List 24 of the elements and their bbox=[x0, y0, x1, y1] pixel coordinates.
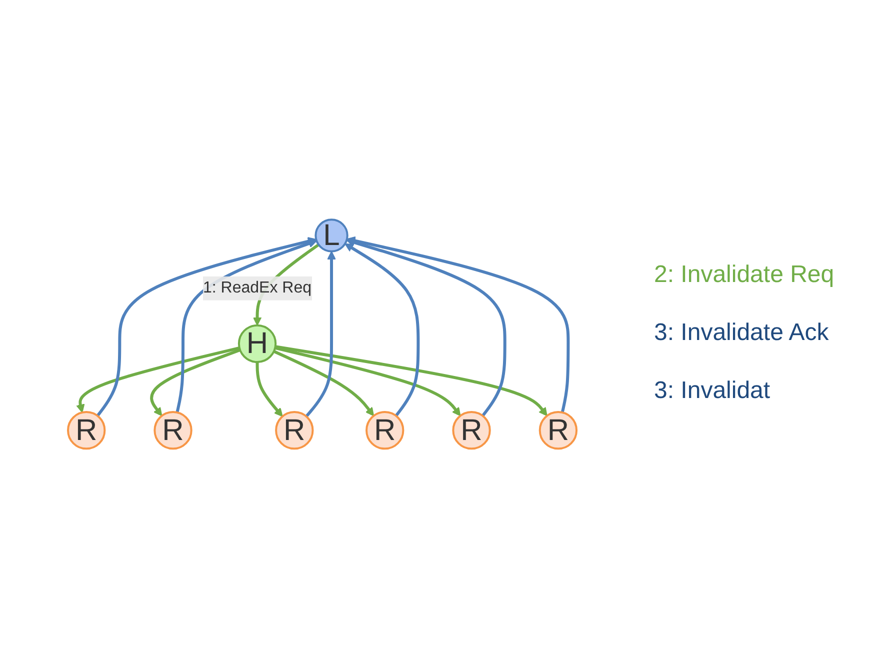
node-circle: R bbox=[274, 411, 314, 450]
arrow bbox=[76, 346, 240, 413]
arrow bbox=[346, 236, 570, 413]
node-circle: H bbox=[238, 324, 276, 364]
annotation-label: 3: Invalidate Ack bbox=[654, 319, 830, 347]
node-circle: R bbox=[538, 411, 578, 450]
arrow bbox=[274, 346, 460, 416]
arrow bbox=[346, 238, 506, 417]
arrow bbox=[175, 239, 317, 413]
node-circle: R bbox=[153, 411, 192, 450]
node-circle: R bbox=[66, 411, 106, 450]
edge-label: 1: ReadEx Req bbox=[202, 279, 312, 296]
node-circle: L bbox=[314, 218, 348, 252]
arrow bbox=[256, 362, 283, 417]
annotation-label: 3: Invalidat bbox=[654, 377, 772, 405]
arrow bbox=[150, 348, 240, 416]
arrow bbox=[274, 345, 548, 416]
node-circle: R bbox=[452, 411, 491, 450]
arrow bbox=[273, 350, 374, 416]
arrow bbox=[96, 237, 316, 417]
arrow bbox=[344, 243, 420, 417]
arrow bbox=[304, 251, 336, 418]
node-circle: R bbox=[365, 411, 404, 450]
annotation-label: 2: Invalidate Req bbox=[654, 261, 836, 289]
